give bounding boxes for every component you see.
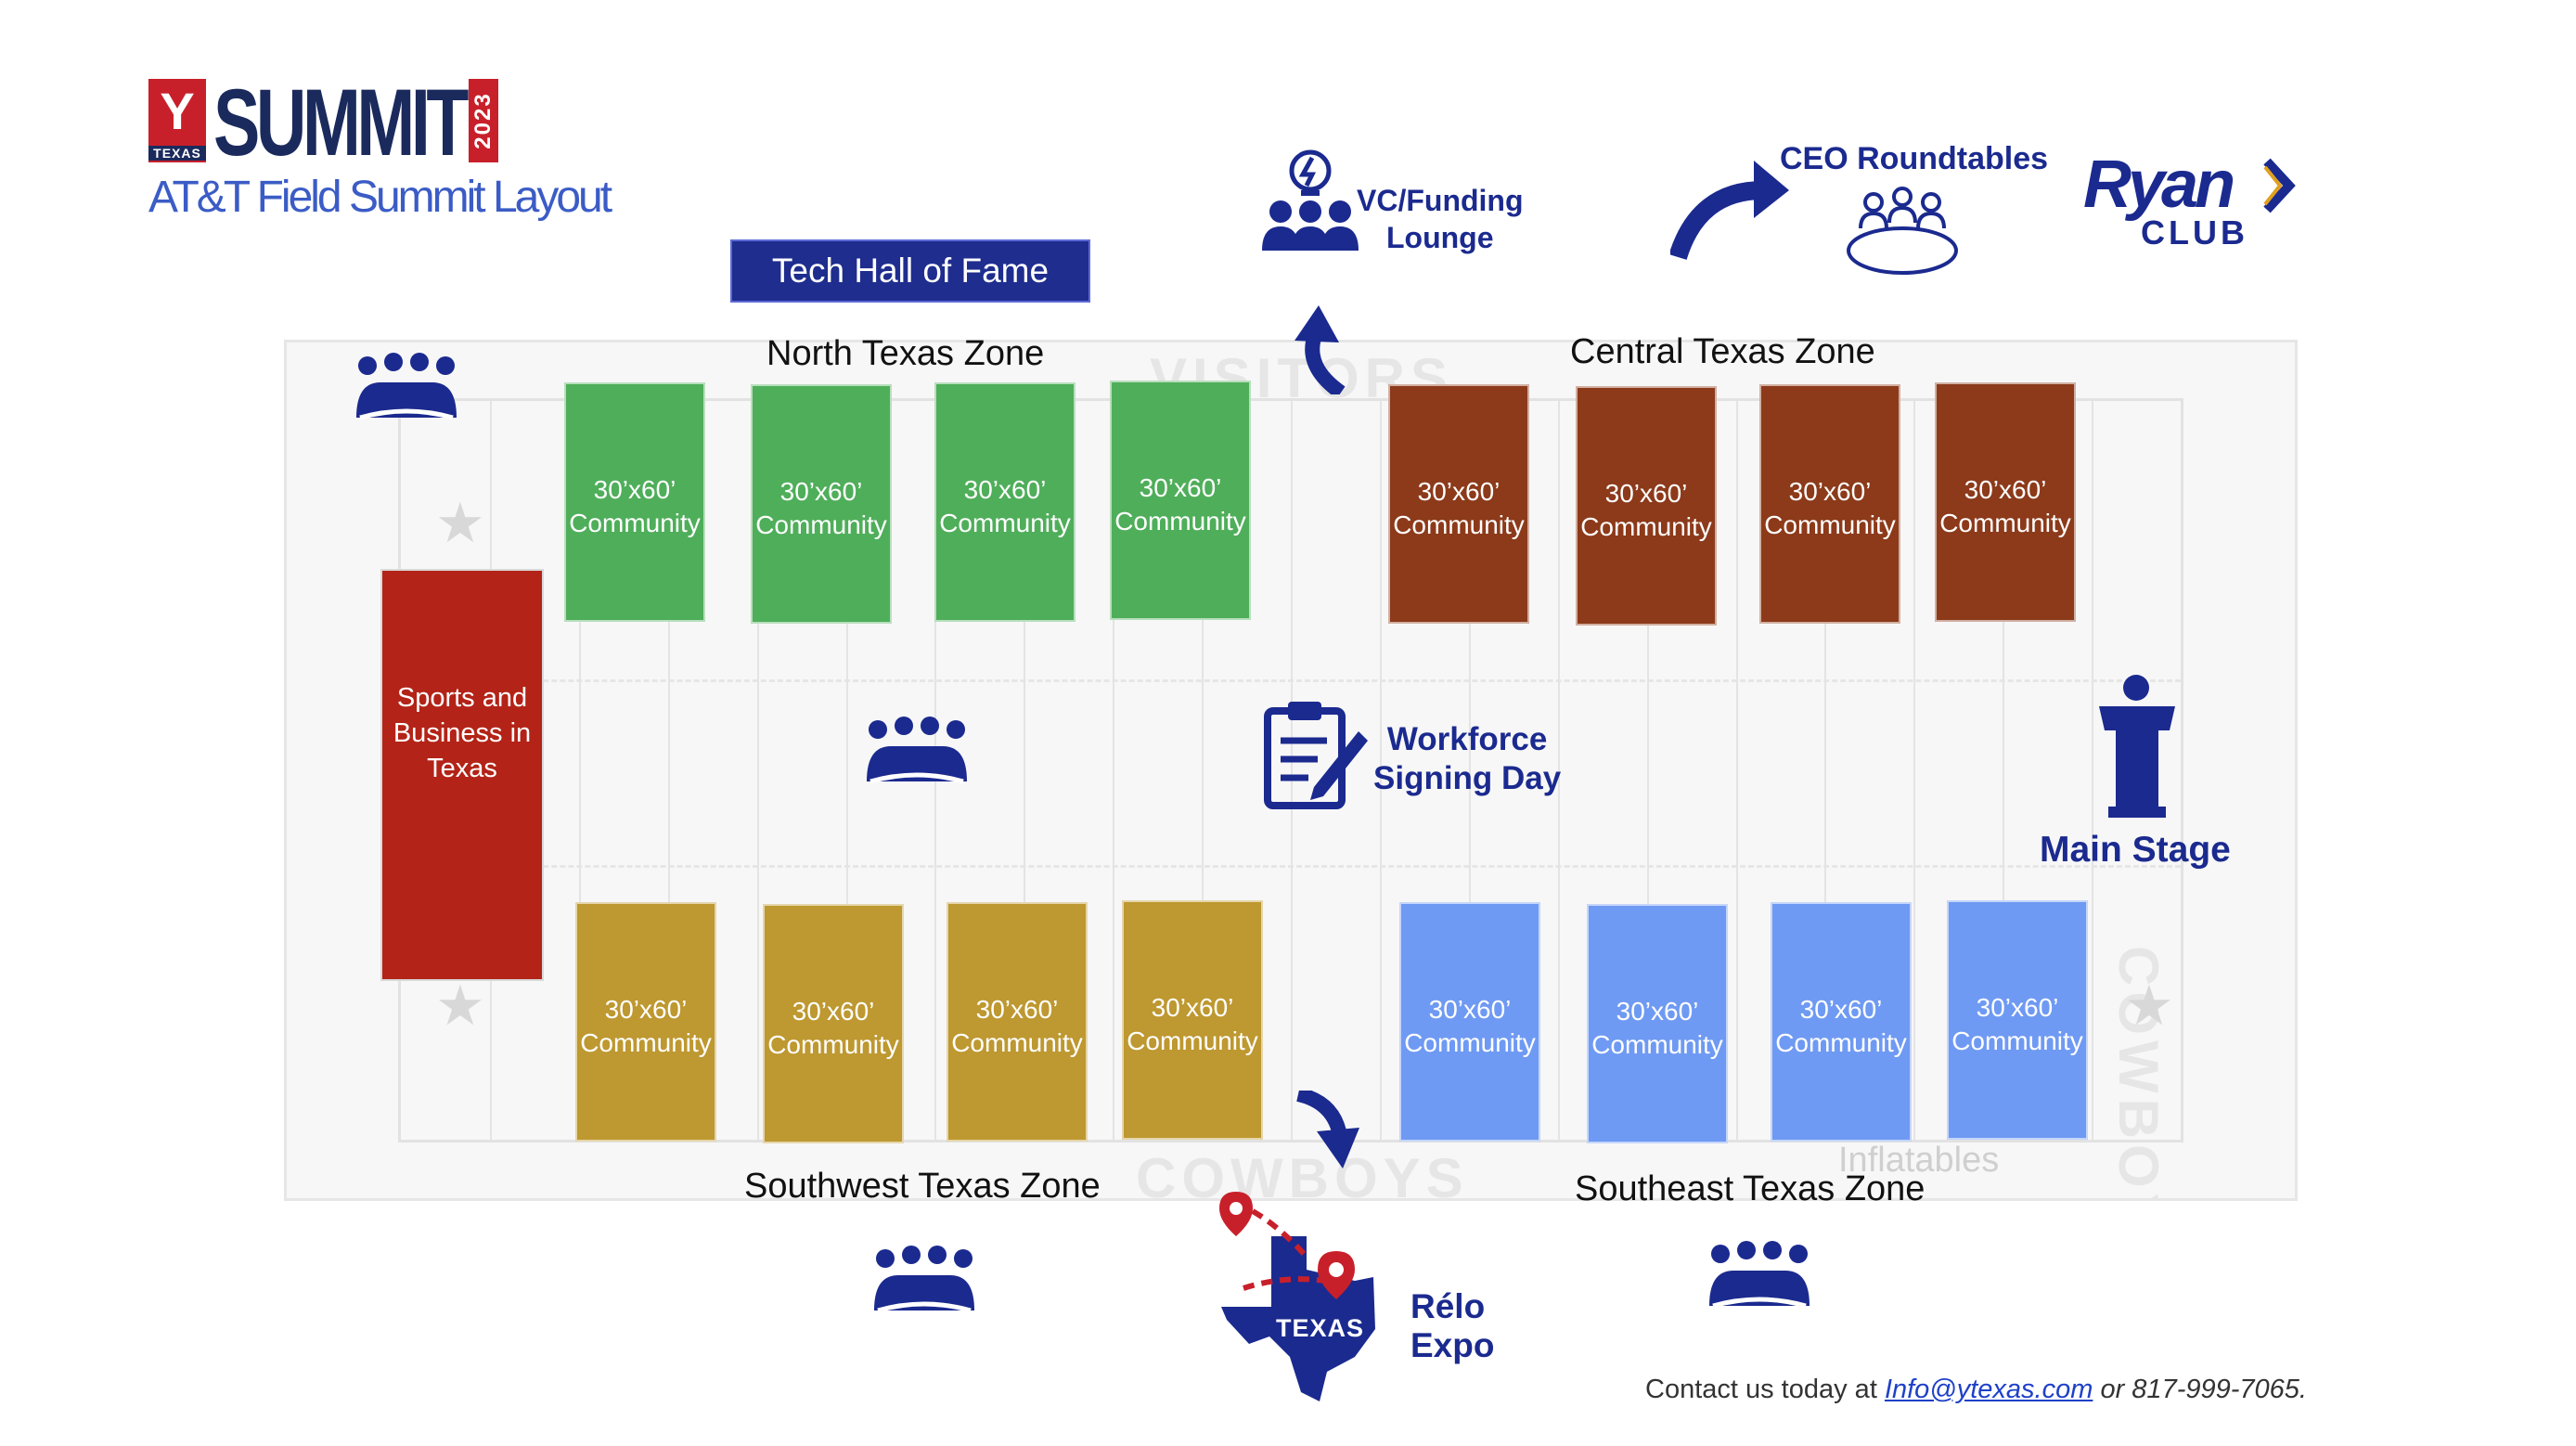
north-booth-3[interactable]: 30’x60’ Community	[934, 382, 1075, 622]
north-booth-4[interactable]: 30’x60’ Community	[1110, 381, 1251, 620]
cowboys-endzone-text: COWBOYS	[1136, 1147, 1469, 1201]
yard-line	[1913, 401, 1916, 1140]
yard-line	[1202, 401, 1204, 1140]
yard-line	[578, 401, 581, 1140]
yard-line	[1291, 401, 1293, 1140]
north-booth-1[interactable]: 30’x60’ Community	[564, 382, 705, 622]
star-logo-icon: ★	[435, 492, 485, 554]
field-lines	[398, 398, 2183, 1143]
central-booth-1[interactable]: 30’x60’ Community	[1388, 384, 1529, 624]
texas-map-icon	[1219, 1192, 1375, 1401]
north-zone-title: North Texas Zone	[766, 334, 1045, 373]
relo-line2: Expo	[1410, 1326, 1495, 1364]
relo-expo-label: Rélo Expo	[1410, 1287, 1494, 1365]
clipboard-icon	[1264, 702, 1368, 809]
curved-arrow-icon	[1670, 161, 1789, 261]
north-booth-2[interactable]: 30’x60’ Community	[751, 384, 892, 624]
ceo-roundtables-label: CEO Roundtables	[1780, 141, 2049, 176]
group-icon	[1709, 1241, 1810, 1309]
vc-lounge-line2: Lounge	[1385, 221, 1494, 254]
southwest-booth-1[interactable]: 30’x60’ Community	[575, 902, 716, 1142]
podium-icon	[2099, 675, 2175, 818]
workforce-line2: Signing Day	[1373, 760, 1562, 796]
ryan-text: Ryan	[2083, 148, 2235, 222]
central-booth-3[interactable]: 30’x60’ Community	[1759, 384, 1900, 624]
southwest-booth-3[interactable]: 30’x60’ Community	[947, 902, 1088, 1142]
logo-year: 2023	[470, 92, 496, 149]
vc-lounge-label: VC/Funding Lounge	[1357, 182, 1524, 256]
yard-line	[1468, 401, 1471, 1140]
yard-line	[2003, 401, 2005, 1140]
down-arrow-icon	[1295, 1091, 1359, 1168]
page-title: AT&T Field Summit Layout	[148, 173, 612, 222]
logo-year-badge: 2023	[469, 79, 498, 162]
tech-hall-of-fame[interactable]: Tech Hall of Fame	[730, 239, 1090, 303]
logo-y-letter: Y	[160, 82, 195, 140]
logo-y-sub: TEXAS	[148, 146, 206, 161]
workforce-line1: Workforce	[1386, 721, 1548, 757]
main-stage-label: Main Stage	[2040, 830, 2231, 870]
star-logo-icon: ★	[2124, 975, 2174, 1037]
contact-line: Contact us today at Info@ytexas.com or 8…	[1645, 1375, 2307, 1405]
contact-suffix: or 817-999-7065.	[2093, 1375, 2307, 1404]
texas-state-label: TEXAS	[1276, 1314, 1365, 1342]
yard-line	[1557, 401, 1560, 1140]
y-logo-icon: Y TEXAS	[148, 79, 206, 162]
southeast-zone-title: Southeast Texas Zone	[1575, 1169, 1926, 1208]
inflatables-text: Inflatables	[1838, 1141, 2000, 1180]
logo-summit-text: SUMMIT	[213, 70, 469, 175]
summit-logo: Y TEXAS SUMMIT 2023	[148, 71, 501, 174]
yard-line	[845, 401, 848, 1140]
vc-lounge-line1: VC/Funding	[1357, 184, 1524, 217]
yard-line	[756, 401, 759, 1140]
contact-email-link[interactable]: Info@ytexas.com	[1884, 1375, 2093, 1404]
ryan-club-text: CLUB	[2141, 213, 2248, 252]
southeast-booth-4[interactable]: 30’x60’ Community	[1947, 900, 2088, 1140]
vc-lounge-icon	[1262, 149, 1359, 251]
yard-line	[1379, 401, 1382, 1140]
up-arrow-icon	[1294, 305, 1346, 394]
contact-prefix: Contact us today at	[1645, 1375, 1885, 1404]
yard-line	[667, 401, 670, 1140]
southwest-zone-title: Southwest Texas Zone	[744, 1167, 1101, 1206]
yard-line	[1113, 401, 1115, 1140]
central-booth-4[interactable]: 30’x60’ Community	[1935, 382, 2076, 622]
yard-line	[1824, 401, 1827, 1140]
group-icon	[356, 353, 457, 420]
southeast-booth-3[interactable]: 30’x60’ Community	[1771, 902, 1912, 1142]
yard-line	[1735, 401, 1738, 1140]
ryan-chevron-icon	[2263, 158, 2296, 213]
roundtable-icon	[1847, 187, 1958, 275]
workforce-label: Workforce Signing Day	[1373, 720, 1561, 798]
yard-line	[1646, 401, 1649, 1140]
southwest-booth-2[interactable]: 30’x60’ Community	[763, 904, 904, 1143]
relo-line1: Rélo	[1410, 1287, 1486, 1325]
southwest-booth-4[interactable]: 30’x60’ Community	[1122, 900, 1263, 1140]
group-icon	[874, 1246, 974, 1313]
sports-business-area[interactable]: Sports and Business in Texas	[380, 569, 544, 981]
central-zone-title: Central Texas Zone	[1570, 332, 1875, 371]
group-icon	[867, 717, 967, 784]
southeast-booth-2[interactable]: 30’x60’ Community	[1587, 904, 1728, 1143]
star-logo-icon: ★	[435, 975, 485, 1037]
ryan-club-logo: Ryan CLUB	[2083, 147, 2297, 253]
yard-line	[2092, 401, 2094, 1140]
yard-line	[1024, 401, 1026, 1140]
central-booth-2[interactable]: 30’x60’ Community	[1576, 386, 1717, 626]
southeast-booth-1[interactable]: 30’x60’ Community	[1399, 902, 1540, 1142]
